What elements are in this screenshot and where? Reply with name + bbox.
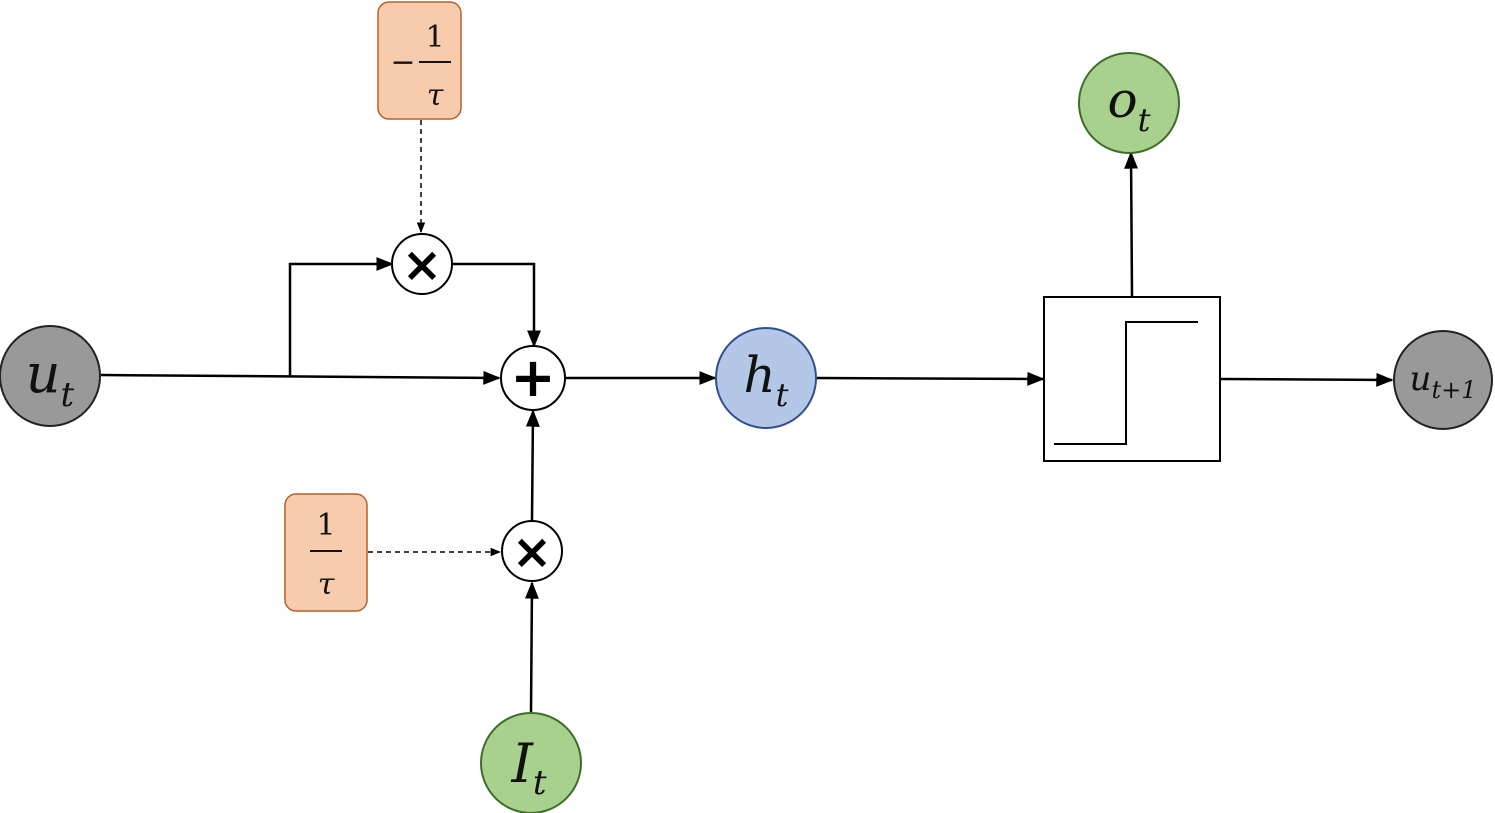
- multiply-bottom-symbol: ×: [512, 524, 552, 580]
- node-ut-sub: t: [61, 375, 75, 415]
- add-symbol: +: [510, 346, 555, 409]
- svg-text:ot: ot: [1108, 71, 1151, 139]
- node-ut: ut: [0, 325, 101, 427]
- node-ot-sub: t: [1138, 101, 1151, 139]
- node-unext: ut+1: [1393, 330, 1493, 430]
- edges: [100, 120, 1394, 714]
- node-it-base: I: [510, 732, 534, 795]
- edge-step-to-unext: [1219, 372, 1394, 387]
- multiply-top-operator: ×: [391, 233, 453, 295]
- edge-ut-to-add: [100, 370, 501, 385]
- node-ot-base: o: [1108, 71, 1138, 129]
- inv-tau-denominator: τ: [318, 567, 335, 602]
- node-ot: ot: [1078, 52, 1180, 154]
- node-it-sub: t: [533, 763, 547, 803]
- edge-step-to-ot: [1124, 151, 1139, 297]
- multiply-bottom-operator: ×: [501, 520, 563, 582]
- step-function-block: [1043, 296, 1221, 462]
- svg-text:ht: ht: [743, 346, 788, 414]
- svg-text:It: It: [510, 732, 546, 803]
- inv-tau-numerator: 1: [316, 508, 335, 543]
- step-function-curve: [1054, 321, 1198, 445]
- node-ht-base: h: [743, 346, 775, 404]
- node-unext-sub: t+1: [1431, 376, 1476, 404]
- node-unext-base: u: [1410, 359, 1432, 399]
- svg-text:ut+1: ut+1: [1410, 359, 1477, 404]
- node-it: It: [480, 712, 582, 813]
- multiply-top-symbol: ×: [402, 237, 442, 293]
- inv-tau-box: 1 τ: [284, 493, 368, 612]
- node-ht: ht: [715, 327, 817, 429]
- neg-inv-tau-numerator: 1: [425, 20, 444, 55]
- svg-text:ut: ut: [26, 342, 75, 415]
- neg-inv-tau-box: − 1 τ: [377, 1, 462, 120]
- neg-inv-tau-sign: −: [390, 45, 415, 80]
- edge-multiply-bottom-to-add: [525, 409, 540, 521]
- edge-ut-to-multiply-top: [288, 257, 394, 376]
- edge-ht-to-step: [816, 371, 1045, 386]
- neg-inv-tau-denominator: τ: [427, 78, 444, 113]
- node-ht-sub: t: [776, 376, 789, 414]
- edge-it-to-multiply-bottom: [524, 581, 539, 714]
- node-ut-base: u: [26, 342, 61, 405]
- edge-multiply-top-to-add: [452, 262, 541, 348]
- add-operator: +: [500, 345, 566, 411]
